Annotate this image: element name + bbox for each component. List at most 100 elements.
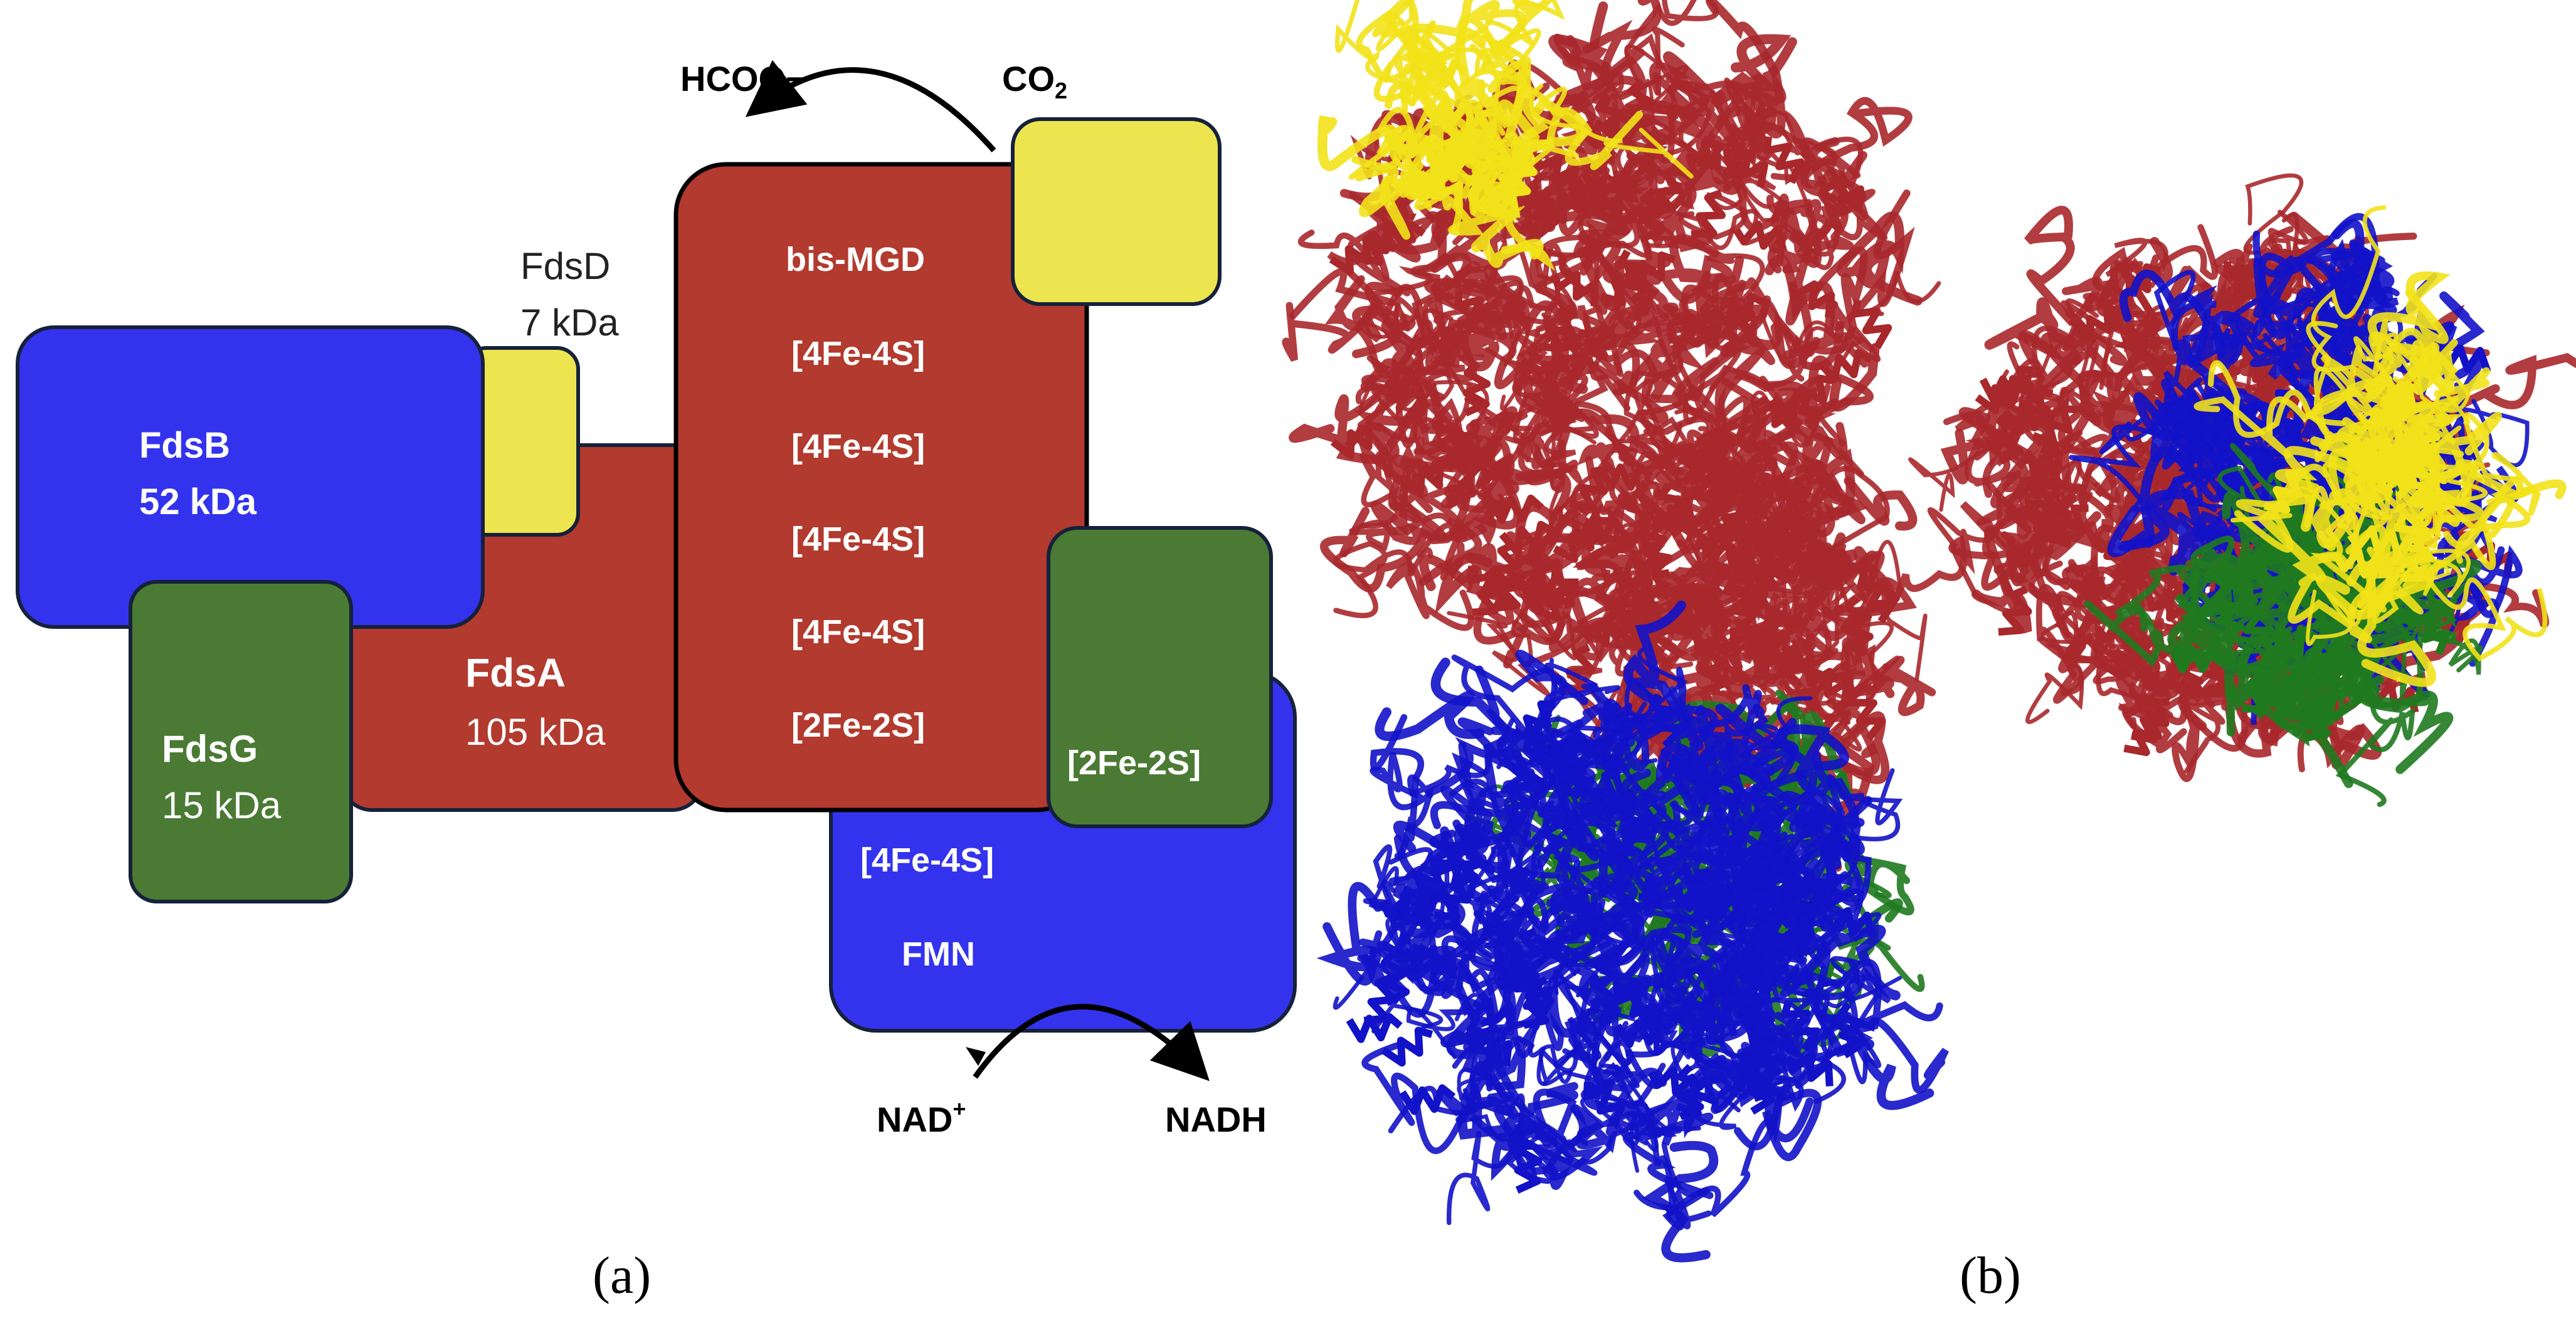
helix-segment [1851, 299, 1892, 349]
ribbon-strand [1583, 1078, 1655, 1131]
ribbon-strand [2229, 443, 2297, 515]
ribbon-strand [1679, 597, 1755, 705]
fdsG-name: FdsG [162, 728, 258, 770]
helix-segment [2002, 403, 2058, 432]
ribbon-strand [1333, 540, 1433, 618]
ribbon-strand [1732, 598, 1859, 641]
helix-segment [1465, 1029, 1512, 1067]
helix-segment [1543, 184, 1595, 224]
reaction-arrow-bottom-tail [966, 1047, 986, 1066]
helix-segment [2333, 547, 2387, 579]
helix-segment [1411, 58, 1468, 89]
helix-segment [2168, 645, 2225, 674]
helix-segment [1613, 987, 1658, 1029]
ribbon-strand [1371, 296, 1426, 346]
cofactor-fmn: FMN [902, 935, 975, 973]
ribbon-strand [1610, 838, 1693, 944]
ribbon-strand [1553, 399, 1668, 535]
helix-segment [1627, 539, 1664, 587]
helix-segment [1996, 408, 2024, 465]
helix-segment [2203, 416, 2246, 462]
ribbon-strand [1612, 876, 1692, 951]
helix-segment [1558, 744, 1595, 799]
ribbon-strand [2227, 257, 2311, 337]
helix-segment [1460, 818, 1489, 874]
ribbon-strand [1624, 0, 1719, 88]
helix-segment [1731, 842, 1778, 879]
helix-segment [2348, 448, 2391, 493]
helix-segment [2005, 387, 2054, 430]
helix-segment [1422, 95, 1477, 126]
helix-segment [1638, 187, 1667, 243]
ribbon-strand [1484, 0, 1565, 60]
ribbon-strand [1481, 107, 1644, 171]
helix-segment [1701, 834, 1739, 882]
helix-segment [1822, 907, 1876, 939]
helix-segment [1648, 1066, 1699, 1100]
ribbon-strand [1359, 451, 1422, 529]
ribbon-strand [1442, 195, 1556, 271]
ribbon-strand [2106, 642, 2179, 718]
ribbon-strand [2014, 494, 2077, 568]
helix-segment [1754, 930, 1811, 962]
ribbon-strand [1582, 0, 1662, 80]
helix-segment [1723, 148, 1768, 188]
ribbon-strand [1289, 382, 1393, 446]
helix-segment [1767, 644, 1815, 680]
cofactor-2fe2s-g: [2Fe-2S] [1067, 744, 1201, 782]
ribbon-strand [2069, 424, 2204, 512]
helix-segment [1781, 999, 1821, 1052]
helix-segment [2227, 555, 2276, 597]
helix-segment [1656, 752, 1711, 782]
panel-a-schematic: HCOO− CO2 FdsB 52 kDa FdsD 7 kDa FdsA 10… [16, 59, 1297, 1139]
helix-segment [1683, 1008, 1738, 1038]
ribbon-strand [1844, 476, 1918, 531]
ribbon-strand [1401, 931, 1493, 995]
helix-segment [1583, 1082, 1626, 1127]
ribbon-strand [2368, 289, 2449, 374]
helix-segment [1578, 771, 1620, 816]
reaction-arrow-bottom [973, 1004, 1210, 1082]
ribbon-strand [1436, 1088, 1547, 1181]
helix-segment [1998, 586, 2032, 636]
ribbon-strand [2335, 588, 2429, 709]
ribbon-strand [1643, 277, 1783, 345]
ribbon-strand [1648, 148, 1713, 253]
ribbon-strand [1649, 934, 1684, 990]
fdsD-mass: 7 kDa [520, 302, 619, 344]
helix-segment [1797, 785, 1827, 841]
ribbon-strand [2327, 238, 2399, 308]
ribbon-strand [2230, 460, 2393, 544]
ribbon-strand [1489, 56, 1586, 154]
ribbon-strand [1818, 768, 1903, 884]
fdsG-mass: 15 kDa [162, 784, 282, 826]
ribbon-strand [2076, 370, 2175, 445]
ribbon-strand [1908, 434, 2020, 512]
helix-segment [1538, 305, 1575, 352]
helix-segment [1694, 513, 1741, 555]
ribbon-strand [1297, 222, 1411, 297]
helix-segment [1847, 688, 1886, 742]
ribbon-strand [1515, 650, 1588, 754]
helix-segment [1763, 136, 1805, 184]
ribbon-strand [1497, 0, 1555, 57]
ribbon-strand [1376, 90, 1452, 161]
helix-segment [1514, 1137, 1543, 1194]
ribbon-strand [1762, 1088, 1822, 1161]
ribbon-strand [1488, 528, 1608, 597]
helix-segment [1742, 550, 1797, 587]
helix-segment [1784, 1052, 1834, 1087]
helix-segment [2030, 460, 2066, 508]
formate-label: HCOO− [680, 59, 806, 98]
helix-segment [1975, 375, 2028, 414]
helix-segment [1844, 595, 1874, 652]
ribbon-strand [2419, 566, 2548, 661]
cofactor-2fe2s-a: [2Fe-2S] [791, 707, 925, 744]
ribbon-strand [2062, 565, 2138, 623]
ribbon-strand [1671, 295, 1756, 351]
helix-segment [1817, 174, 1864, 212]
fdsG-block [129, 580, 353, 903]
helix-segment [2380, 445, 2417, 500]
helix-segment [2333, 277, 2388, 307]
